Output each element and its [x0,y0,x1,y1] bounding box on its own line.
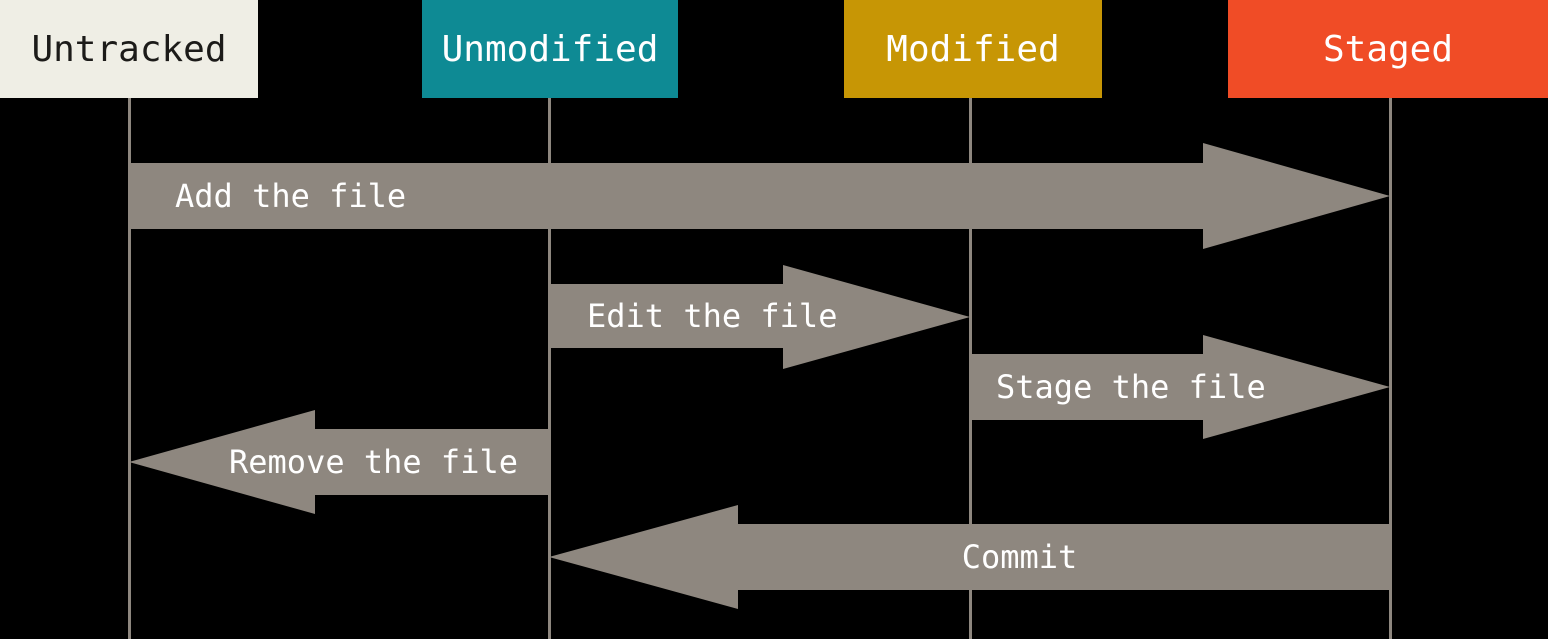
arrow-add-the-file: Add the file [129,143,1390,249]
state-box-unmodified: Unmodified [422,0,678,98]
state-box-modified: Modified [844,0,1102,98]
lifeline-unmodified [548,98,551,639]
lifeline-untracked [128,98,131,639]
arrow-stage-the-file: Stage the file [970,335,1390,439]
lifeline-staged [1389,98,1392,639]
left-arrow-shape [129,410,549,514]
state-label-untracked: Untracked [31,28,227,70]
state-box-untracked: Untracked [0,0,258,98]
right-arrow-shape [970,335,1390,439]
right-arrow-shape [129,143,1390,249]
state-label-staged: Staged [1322,28,1454,70]
right-arrow-shape [549,265,970,369]
left-arrow-shape [549,505,1390,609]
state-label-unmodified: Unmodified [441,28,659,70]
arrow-edit-the-file: Edit the file [549,265,970,369]
arrow-remove-the-file: Remove the file [129,410,549,514]
state-box-staged: Staged [1228,0,1548,98]
arrow-commit: Commit [549,505,1390,609]
state-label-modified: Modified [886,28,1060,70]
